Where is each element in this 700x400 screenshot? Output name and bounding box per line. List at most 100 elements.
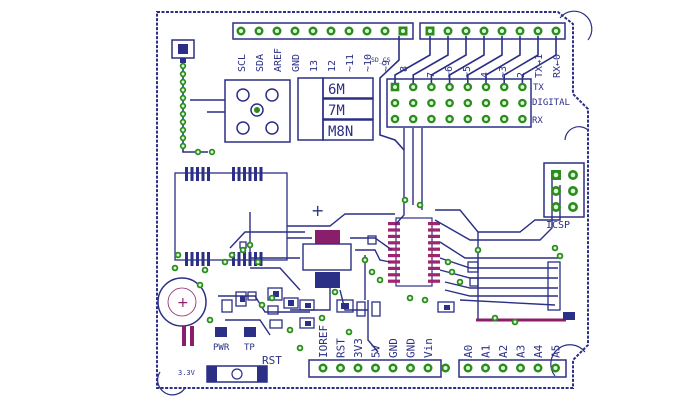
power-pin: [318, 363, 328, 373]
regulator-chip: [315, 230, 340, 244]
via: [246, 241, 254, 249]
smd-pad: [341, 303, 349, 309]
battery-plus: +: [177, 295, 189, 311]
pwr-led: [215, 327, 227, 337]
ic-pin: [428, 260, 440, 264]
header-pin-label: 2: [516, 72, 527, 78]
gps-pad: [243, 167, 246, 181]
header-pin-label: SCL: [237, 54, 248, 72]
smd-part: [437, 301, 455, 313]
smd-part: [267, 287, 283, 301]
header-pin: [515, 26, 525, 36]
digital-label: DIGITAL: [532, 98, 570, 108]
smd-part: [269, 319, 283, 329]
via: [206, 316, 214, 324]
digital-traces: [379, 36, 557, 151]
gps-pad: [259, 167, 263, 181]
via: [368, 268, 376, 276]
digital-pin: [518, 114, 527, 124]
digital-pin: [499, 114, 509, 124]
power-pin-label: GND: [387, 338, 400, 358]
gps-pad: [201, 167, 205, 181]
header-pin: [380, 26, 390, 36]
via: [331, 288, 339, 296]
ic-pin: [388, 260, 400, 264]
digital-header-pads: [390, 82, 527, 124]
ic-pin: [388, 279, 400, 283]
gps-pad: [259, 252, 263, 266]
ic-pin: [388, 247, 400, 251]
analog-pin-label: A0: [462, 345, 475, 358]
gps-pad: [201, 252, 205, 266]
header-pin-label: ~3: [498, 66, 509, 78]
digital-pin: [463, 82, 473, 92]
smd-part: [469, 277, 479, 287]
header-pin: [533, 26, 543, 36]
digital-pin: [445, 114, 454, 124]
gps-pad: [196, 252, 199, 266]
pwr-led-label: PWR: [213, 343, 230, 353]
via: [318, 314, 326, 322]
analog-header-pads: [463, 363, 560, 373]
via: [416, 201, 424, 209]
icsp-pin: [568, 186, 578, 196]
via: [201, 266, 209, 274]
via: [239, 246, 247, 254]
via: [179, 78, 187, 86]
smd-part: [283, 297, 299, 309]
via: [179, 142, 187, 150]
level-shifter-ic: [388, 217, 440, 287]
analog-pin: [533, 363, 543, 373]
smd-part: [267, 305, 279, 315]
central-traces: [218, 128, 565, 353]
ic-pin: [428, 273, 440, 277]
header-pin-label: GND: [291, 54, 302, 72]
via: [196, 281, 204, 289]
reset-button-label: RST: [262, 354, 282, 367]
rx-label: RX: [532, 116, 543, 126]
gps-pad: [254, 252, 257, 266]
via: [179, 118, 187, 126]
gps-pad: [248, 167, 252, 181]
digital-pin: [427, 114, 436, 124]
smd-part: [299, 317, 315, 329]
header-pin: [398, 26, 408, 36]
header-pin-label: ~5: [462, 66, 473, 78]
gps-pad: [232, 167, 235, 181]
via: [421, 296, 429, 304]
smd-part: [336, 299, 354, 313]
ic-pin: [428, 222, 440, 226]
power-pin-label: IOREF: [317, 325, 330, 358]
power-pin: [353, 363, 363, 373]
chip-variant-boxes: [297, 77, 374, 141]
power-pin: [371, 363, 380, 373]
icsp-pin: [551, 202, 561, 212]
gps-pad: [190, 252, 194, 266]
smd-pad: [305, 303, 311, 308]
via: [179, 134, 187, 142]
gps-pad: [190, 167, 194, 181]
power-pin: [336, 363, 345, 373]
icsp-label: ICSP: [546, 220, 570, 231]
smd-part: [247, 291, 257, 301]
via: [179, 86, 187, 94]
ic-pin: [388, 234, 400, 238]
antenna-center-pin: [254, 107, 260, 113]
digital-header-outline: [386, 78, 532, 128]
header-pin: [308, 26, 318, 36]
chip-variant-m8n: M8N: [328, 124, 353, 140]
header-pin: [236, 26, 246, 36]
gps-pad: [237, 167, 241, 181]
digital-pin: [518, 82, 527, 92]
gps-pad: [243, 252, 246, 266]
header-pin: [425, 26, 435, 36]
smd-pad: [240, 296, 245, 302]
power-pin-label: GND: [405, 338, 418, 358]
digital-pin: [499, 82, 509, 92]
gps-pad: [254, 167, 257, 181]
smd-part: [367, 235, 377, 245]
power-pin: [423, 363, 433, 373]
smd-part: [221, 299, 233, 313]
ic-pin: [388, 273, 400, 277]
